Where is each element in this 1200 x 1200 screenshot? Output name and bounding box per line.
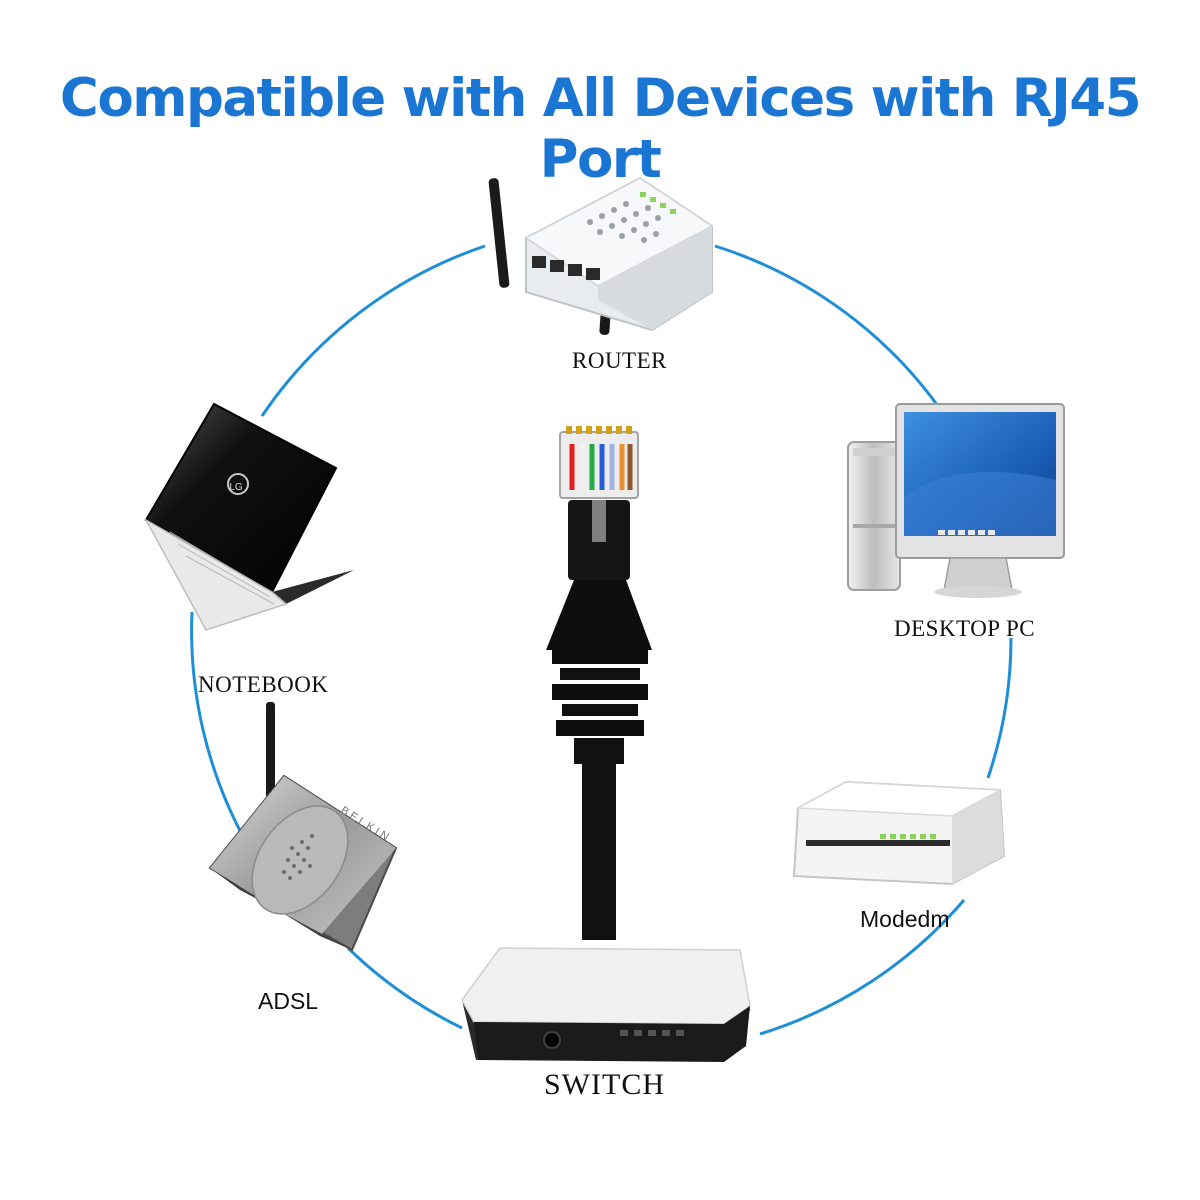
ring-segment-adsl-notebook (190, 611, 248, 843)
desktop-pc-image (847, 403, 1065, 598)
label-switch: SWITCH (544, 1068, 665, 1101)
switch-image (461, 947, 751, 1062)
ring-segment-router-desktop (714, 244, 947, 417)
label-adsl: ADSL (258, 988, 319, 1014)
headline: Compatible with All Devices with RJ45 Po… (59, 68, 1142, 190)
label-notebook: NOTEBOOK (198, 672, 329, 697)
notebook-logo: LG (229, 482, 243, 493)
modem-image (792, 780, 1006, 886)
ring-segment-desktop-modem (986, 637, 1013, 779)
label-router: ROUTER (572, 348, 667, 373)
rj45-cable-image (546, 426, 652, 940)
router-image (488, 176, 714, 335)
ring-segment-notebook-router (260, 244, 486, 417)
ring-segment-modem-switch (759, 899, 966, 1036)
ring-segment-switch-adsl (346, 946, 463, 1030)
connection-ring (190, 244, 1013, 1036)
notebook-image (144, 402, 354, 631)
adsl-image (208, 702, 398, 952)
label-desktop-pc: DESKTOP PC (894, 616, 1036, 641)
label-modem: Modedm (860, 906, 950, 932)
